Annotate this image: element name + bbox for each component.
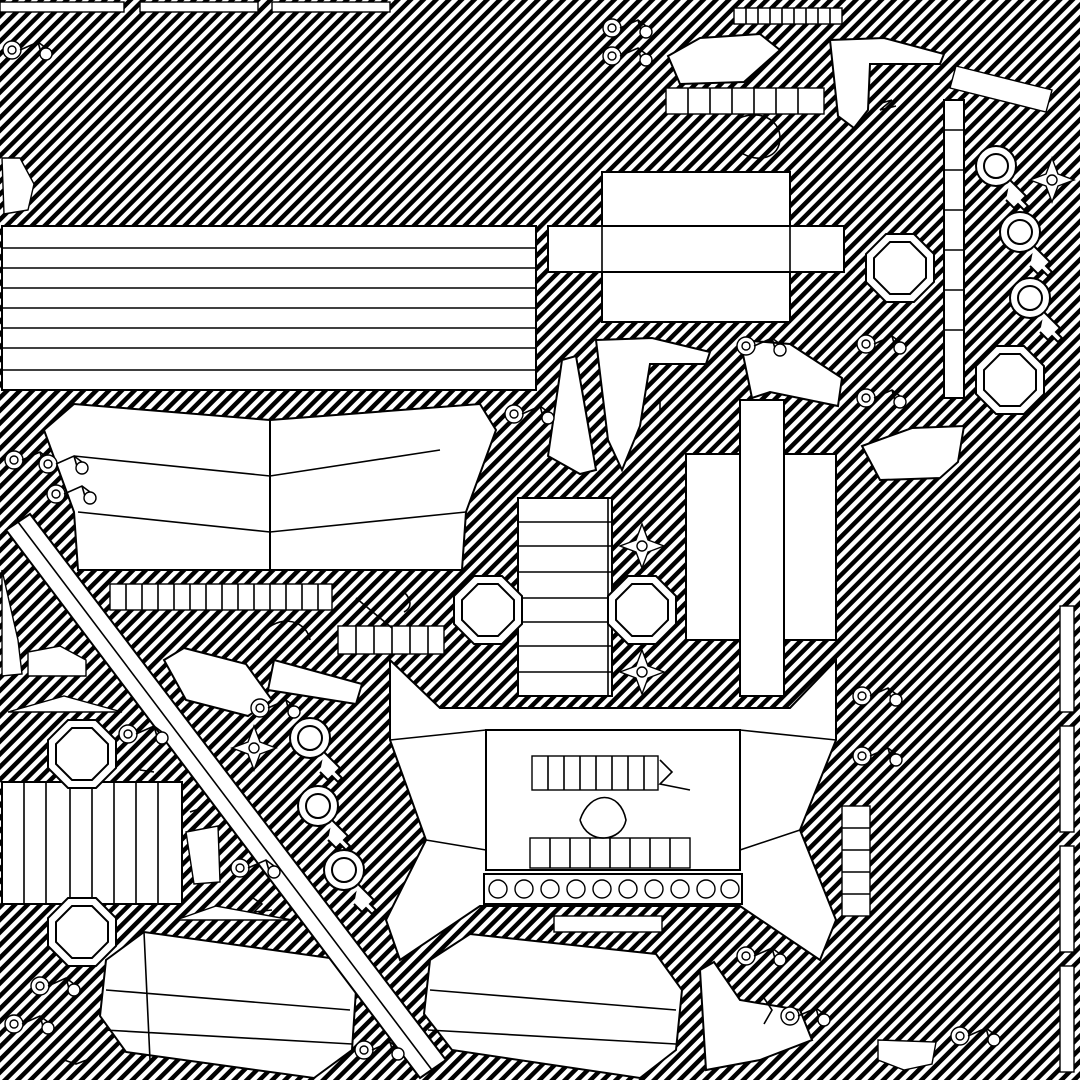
zigzag-marks [63, 99, 897, 1065]
bottom-crate-left [98, 930, 358, 1080]
square-box [547, 171, 845, 323]
slatted-panel [1, 225, 537, 391]
column-tower-left [517, 497, 613, 697]
tall-post [943, 99, 965, 399]
top-strips [0, 1, 843, 25]
misc-shapes [1, 114, 937, 1071]
ladder-strips [337, 65, 1075, 1073]
bottom-crate-right [422, 932, 684, 1080]
striped-cabinet [1, 781, 183, 905]
column-tower-right [685, 399, 837, 697]
diagonal-beam [4, 512, 448, 1080]
crate-box [42, 402, 498, 611]
wrench [162, 32, 966, 1072]
